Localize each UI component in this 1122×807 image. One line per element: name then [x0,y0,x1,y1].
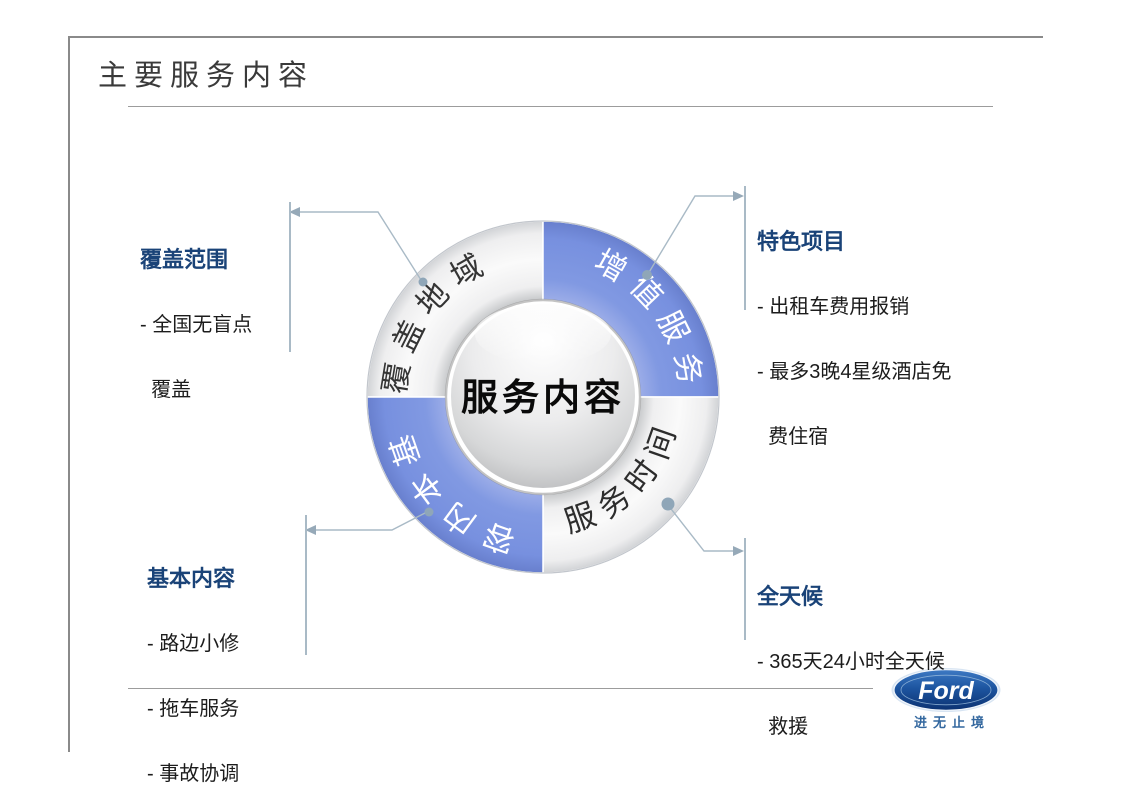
frame-top-line [68,36,1043,38]
connector-dot [418,277,428,287]
ford-slogan: 进无止境 [913,715,990,730]
callout-line: 救援 [757,716,809,738]
callout-title: 覆盖范围 [140,247,229,272]
footer-rule [128,688,873,689]
center-label: 服务内容 [461,377,625,418]
arrowhead-right-icon [733,546,744,556]
callout-rule-top-left [289,202,291,352]
callout-line: 费住宿 [757,426,829,448]
callout-special-items: 特色项目 - 出租车费用报销 - 最多3晚4星级酒店免 费住宿 [757,191,951,470]
sphere-highlight [475,304,611,364]
callout-line: - 事故协调 [147,763,240,785]
ford-script: Ford [918,677,974,705]
callout-line: - 365天24小时全天候 [757,651,945,673]
ford-logo: Ford [891,668,1001,712]
callout-title: 全天候 [757,584,824,609]
donut-hole-rim [444,298,642,496]
page-title: 主要服务内容 [98,60,315,92]
connector-top-left [289,207,428,287]
connector-dot [661,497,675,511]
callout-line: - 出租车费用报销 [757,296,910,318]
callout-line: - 路边小修 [147,633,240,655]
arrowhead-left-icon [305,525,316,535]
callout-title: 特色项目 [757,229,846,254]
callout-coverage-range: 覆盖范围 - 全国无盲点 覆盖 [140,209,252,423]
frame-left-line [68,36,70,752]
callout-line: 覆盖 [140,379,192,401]
callout-line: - 最多3晚4星级酒店免 [757,361,952,383]
callout-line: - 全国无盲点 [140,314,253,336]
title-underline [128,106,993,107]
donut-ring [366,220,720,574]
callout-title: 基本内容 [147,566,236,591]
arrowhead-right-icon [733,191,744,201]
ford-oval [893,669,999,711]
connector-bottom-right [661,497,744,556]
arrowhead-left-icon [289,207,300,217]
connector-top-right [642,191,744,280]
connector-dot [642,270,652,280]
donut-outer-rim [366,220,720,574]
connectors [289,191,744,556]
ford-oval-inner-line [900,674,992,706]
callout-rule-bottom-right [744,538,746,640]
connector-bottom-left [305,507,434,535]
connector-dot [424,507,434,517]
callout-basic-content: 基本内容 - 路边小修 - 拖车服务 - 事故协调 [147,528,239,807]
callout-line: - 拖车服务 [147,698,240,720]
callout-rule-top-right [744,186,746,310]
callout-rule-bottom-left [305,515,307,655]
callout-all-weather: 全天候 - 365天24小时全天候 救援 [757,546,945,760]
